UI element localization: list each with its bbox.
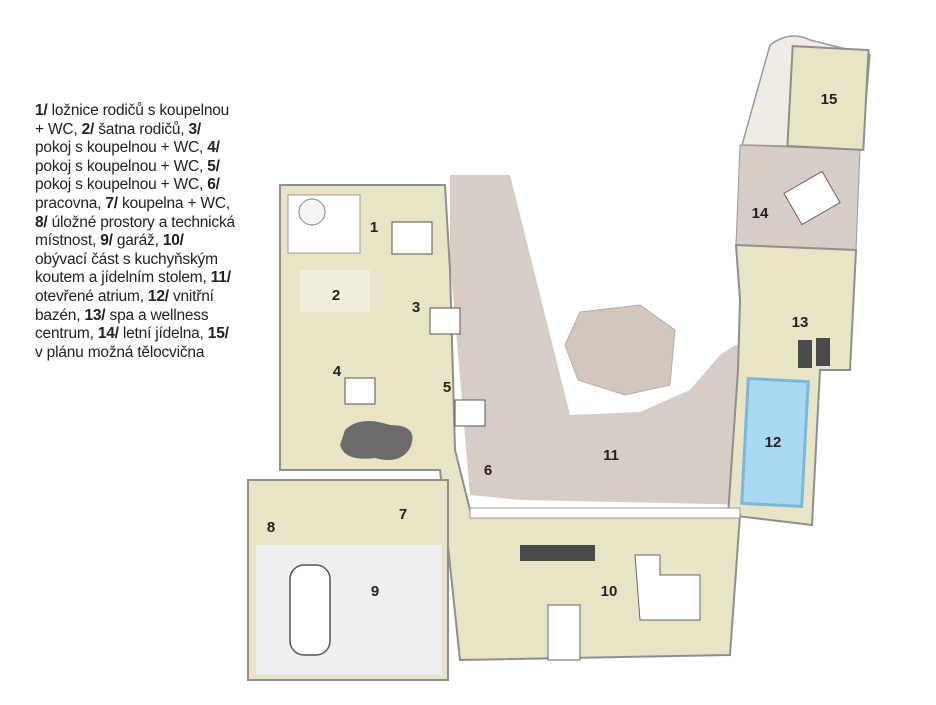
bed-5 <box>454 399 486 427</box>
garage-floor <box>256 545 442 675</box>
summer-table <box>783 170 841 226</box>
pool <box>740 376 810 509</box>
dining-table <box>547 604 581 661</box>
room-label-10: 10 <box>601 583 618 600</box>
legend-item: 5/ pokoj s koupelnou + WC, <box>35 157 220 194</box>
legend-item: 9/ garáž, <box>100 232 159 250</box>
bathroom-1 <box>287 194 361 254</box>
room-label-5: 5 <box>443 379 451 396</box>
legend-item: 4/ pokoj s koupelnou + WC, <box>35 139 220 175</box>
legend: 1/ ložnice rodičů s koupelnou + WC, 2/ š… <box>35 102 235 362</box>
kitchen-island <box>520 545 595 561</box>
room-label-11: 11 <box>603 447 619 464</box>
room-label-4: 4 <box>333 363 342 380</box>
legend-item: 2/ šatna rodičů, <box>81 120 185 138</box>
closet-2 <box>300 270 370 312</box>
car <box>289 564 331 656</box>
spa-lounger-1 <box>798 340 812 368</box>
room-label-2: 2 <box>332 287 340 304</box>
legend-item: 13/ spa a wellness centrum, <box>35 306 209 343</box>
room-label-7: 7 <box>399 506 407 523</box>
legend-item: 1/ ložnice rodičů s koupelnou + WC, <box>35 102 230 138</box>
legend-item: 14/ letní jídelna, <box>97 325 204 343</box>
room-label-6: 6 <box>484 462 492 479</box>
bed-4 <box>344 377 376 405</box>
bathtub-1 <box>298 198 326 226</box>
room-label-14: 14 <box>752 205 769 222</box>
room-label-1: 1 <box>370 219 378 236</box>
sofa <box>634 554 701 621</box>
legend-item: 6/ pracovna, <box>35 176 220 212</box>
room-label-12: 12 <box>765 434 782 451</box>
room-label-13: 13 <box>792 314 809 331</box>
spa-lounger-2 <box>816 338 830 366</box>
legend-item: 8/ úložné prostory a technická místnost, <box>35 213 235 250</box>
room-label-3: 3 <box>412 299 420 316</box>
legend-item: 15/ v plánu možná tělocvična <box>35 325 229 361</box>
gym-room <box>786 45 870 151</box>
legend-item: 3/ pokoj s koupelnou + WC, <box>35 120 204 157</box>
legend-item: 11/ otevřené atrium, <box>35 269 231 305</box>
bed-3 <box>429 307 461 335</box>
bed-1 <box>391 221 433 255</box>
legend-item: 12/ vnitřní bazén, <box>35 287 214 324</box>
atrium-paving <box>450 175 760 505</box>
room-label-8: 8 <box>267 519 275 536</box>
room-label-9: 9 <box>371 583 379 600</box>
legend-item: 10/ obývací část s kuchyňským koutem a j… <box>35 232 218 287</box>
room-label-15: 15 <box>821 91 838 108</box>
legend-item: 7/ koupelna + WC, <box>105 194 230 212</box>
pond <box>340 421 413 461</box>
corridor-strip <box>469 507 741 519</box>
atrium-pavilion <box>564 304 676 396</box>
